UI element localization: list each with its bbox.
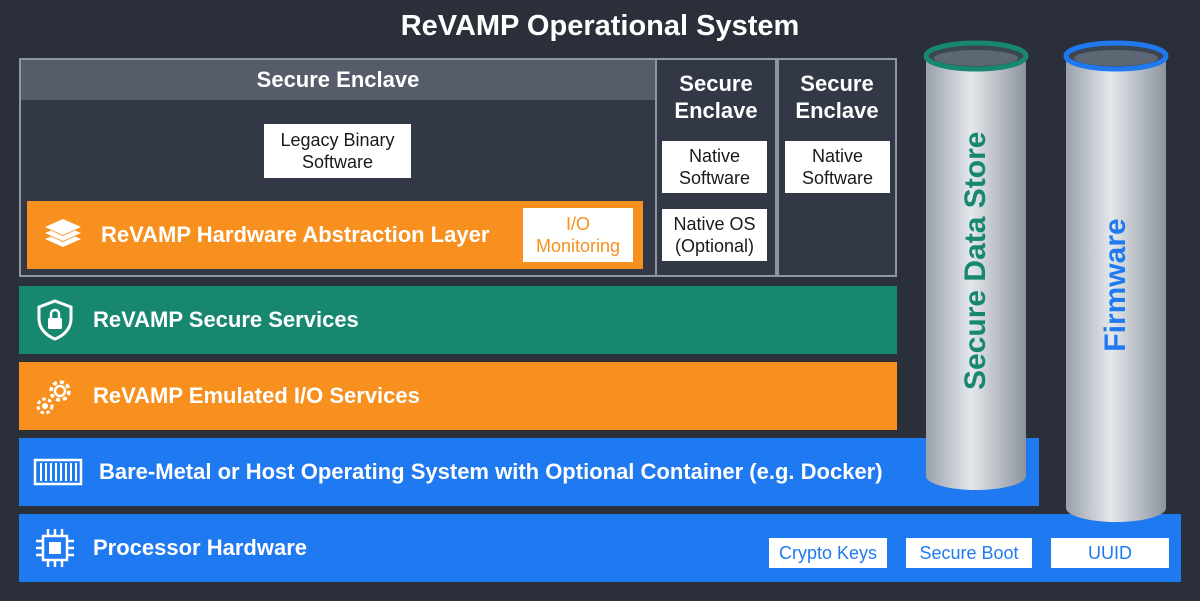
io-monitoring-box: I/O Monitoring — [523, 208, 633, 262]
secure-services-label: ReVAMP Secure Services — [93, 307, 359, 332]
secure-services-band: ReVAMP Secure Services — [19, 286, 897, 354]
uuid-box: UUID — [1051, 538, 1169, 568]
gears-icon — [36, 380, 71, 415]
processor-hardware-label: Processor Hardware — [93, 535, 307, 560]
native-software-box-3: Native Software — [785, 141, 890, 193]
secure-data-store-cylinder — [923, 40, 1029, 490]
secure-data-store-label: Secure Data Store — [959, 131, 992, 390]
host-os-label: Bare-Metal or Host Operating System with… — [99, 459, 883, 484]
shield-lock-icon — [37, 299, 73, 341]
chip-icon — [36, 529, 74, 567]
firmware-label: Firmware — [1099, 218, 1132, 352]
native-os-box: Native OS (Optional) — [662, 209, 767, 261]
native-software-box-2: Native Software — [662, 141, 767, 193]
emulated-io-label: ReVAMP Emulated I/O Services — [93, 383, 420, 408]
hardware-abstraction-layer-label: ReVAMP Hardware Abstraction Layer — [101, 222, 490, 247]
legacy-binary-software-box: Legacy Binary Software — [264, 124, 411, 178]
diagram-title: ReVAMP Operational System — [400, 10, 800, 42]
secure-boot-box: Secure Boot — [906, 538, 1032, 568]
secure-enclave-2-heading: Secure Enclave — [674, 71, 758, 123]
host-os-band: Bare-Metal or Host Operating System with… — [19, 438, 1039, 506]
secure-enclave-3-heading: Secure Enclave — [795, 71, 879, 123]
secure-enclave-main-heading: Secure Enclave — [21, 60, 655, 100]
container-icon — [33, 458, 83, 486]
emulated-io-band: ReVAMP Emulated I/O Services — [19, 362, 897, 430]
crypto-keys-box: Crypto Keys — [769, 538, 887, 568]
layers-icon — [45, 219, 81, 247]
firmware-cylinder — [1063, 40, 1169, 522]
